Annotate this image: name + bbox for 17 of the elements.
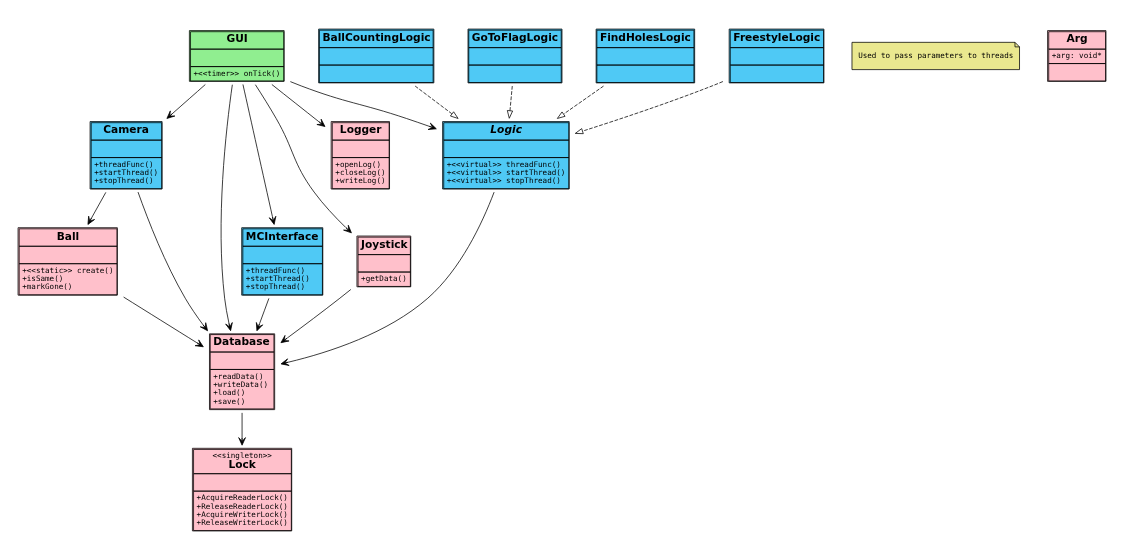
arrow: [137, 191, 208, 332]
arrow: [280, 289, 352, 344]
arrow: [242, 84, 277, 225]
arrow: [166, 84, 206, 119]
arrow: [123, 296, 204, 348]
arrow: [414, 85, 459, 119]
arrow: [506, 85, 513, 119]
arrow: [87, 191, 107, 225]
arrow: [220, 84, 233, 332]
arrow: [255, 84, 352, 234]
arrow: [255, 298, 270, 332]
arrow: [574, 81, 724, 135]
arrow: [238, 412, 246, 446]
arrow: [271, 84, 326, 127]
arrow: [289, 81, 437, 130]
arrow: [556, 85, 604, 119]
arrow: [280, 191, 495, 366]
